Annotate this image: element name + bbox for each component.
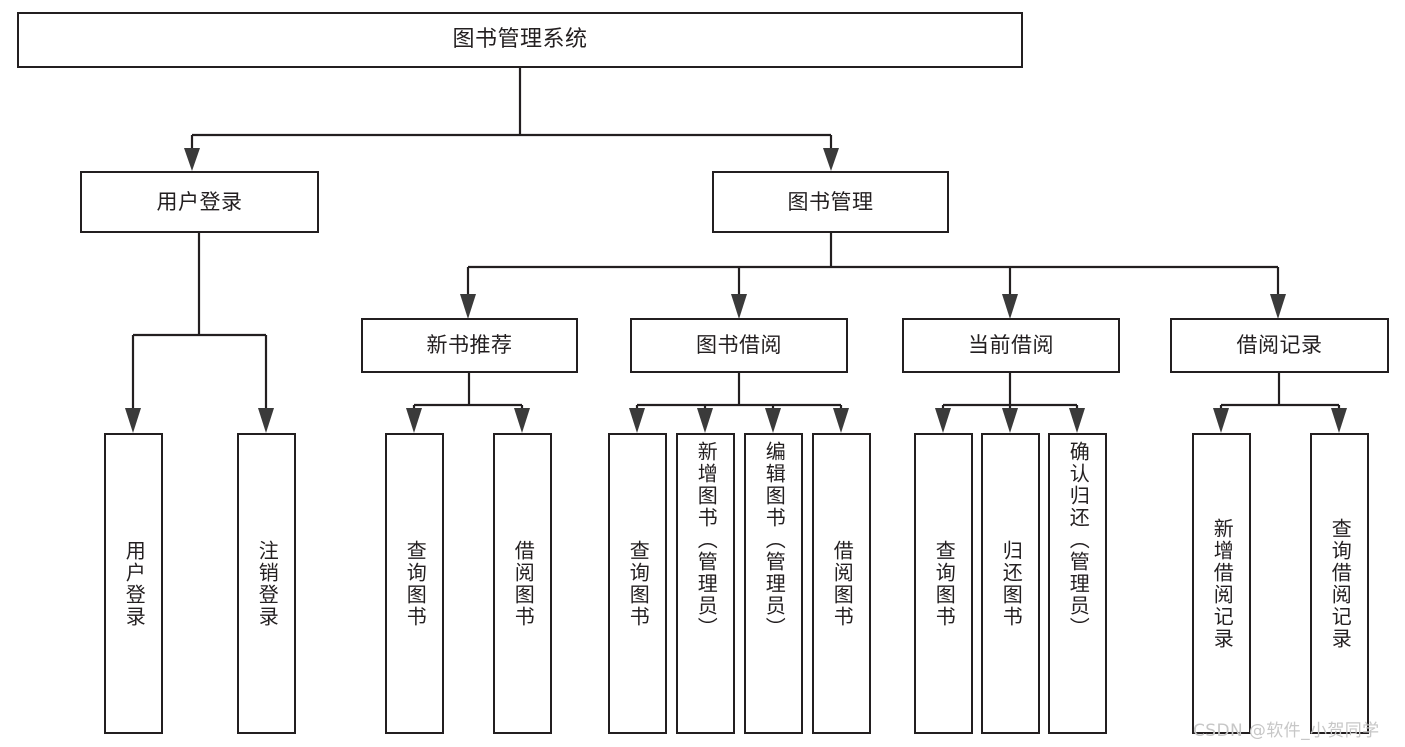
node-leaf-user-login[interactable]: 用户登录	[104, 433, 163, 734]
arrowhead-borrow-record	[1270, 294, 1286, 319]
arrowhead-user-login	[184, 148, 200, 171]
node-leaf-query-book-1[interactable]: 查询图书	[385, 433, 444, 734]
node-leaf-confirm-return[interactable]: 确认归还（管理员）	[1048, 433, 1107, 734]
node-book-manage[interactable]: 图书管理	[712, 171, 949, 233]
node-leaf-query-record[interactable]: 查询借阅记录	[1310, 433, 1369, 734]
arrowhead-leaf-confirm-return	[1069, 408, 1085, 433]
node-leaf-user-logout[interactable]: 注销登录	[237, 433, 296, 734]
node-root[interactable]: 图书管理系统	[17, 12, 1023, 68]
arrowhead-leaf-user-logout	[258, 408, 274, 433]
node-leaf-borrow-book-1[interactable]: 借阅图书	[493, 433, 552, 734]
arrowhead-leaf-add-book	[697, 408, 713, 433]
arrowhead-leaf-add-record	[1213, 408, 1229, 433]
node-book-borrow[interactable]: 图书借阅	[630, 318, 848, 373]
arrowhead-leaf-user-login	[125, 408, 141, 433]
node-leaf-borrow-book-2[interactable]: 借阅图书	[812, 433, 871, 734]
node-current-borrow[interactable]: 当前借阅	[902, 318, 1120, 373]
arrowhead-leaf-edit-book	[765, 408, 781, 433]
arrowhead-leaf-borrow-book-2	[833, 408, 849, 433]
arrowhead-leaf-query-book-1	[406, 408, 422, 433]
arrowhead-book-manage	[823, 148, 839, 171]
arrowhead-new-book-recommend	[460, 294, 476, 319]
arrowhead-leaf-query-record	[1331, 408, 1347, 433]
arrowhead-book-borrow	[731, 294, 747, 319]
node-leaf-add-book[interactable]: 新增图书（管理员）	[676, 433, 735, 734]
node-user-login[interactable]: 用户登录	[80, 171, 319, 233]
arrowhead-leaf-return-book	[1002, 408, 1018, 433]
node-leaf-query-book-3[interactable]: 查询图书	[914, 433, 973, 734]
node-borrow-record[interactable]: 借阅记录	[1170, 318, 1389, 373]
csdn-watermark: CSDN @软件_小贺同学	[1193, 721, 1380, 741]
arrowhead-leaf-query-book-2	[629, 408, 645, 433]
node-leaf-edit-book[interactable]: 编辑图书（管理员）	[744, 433, 803, 734]
node-leaf-add-record[interactable]: 新增借阅记录	[1192, 433, 1251, 734]
node-leaf-query-book-2[interactable]: 查询图书	[608, 433, 667, 734]
arrowhead-leaf-query-book-3	[935, 408, 951, 433]
node-leaf-return-book[interactable]: 归还图书	[981, 433, 1040, 734]
arrowhead-leaf-borrow-book-1	[514, 408, 530, 433]
node-new-book-recommend[interactable]: 新书推荐	[361, 318, 578, 373]
arrowhead-current-borrow	[1002, 294, 1018, 319]
